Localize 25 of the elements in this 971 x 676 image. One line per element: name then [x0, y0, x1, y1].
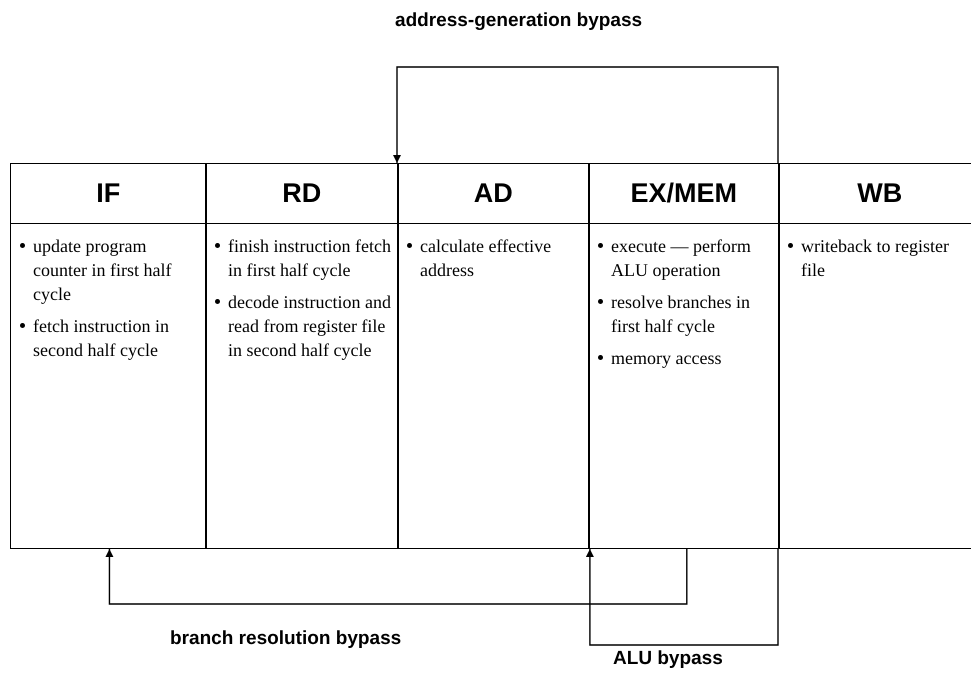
bypass-arrow: [105, 549, 688, 605]
stage-heading: AD: [398, 164, 588, 224]
pipeline-stage-box: [588, 163, 780, 549]
pipeline-stage-box: [397, 163, 590, 549]
bypass-arrow: [393, 66, 779, 163]
pipeline-stage-box: [10, 163, 206, 549]
edge-label: branch resolution bypass: [170, 628, 402, 650]
stage-task-text: execute — perform ALU operation: [611, 235, 752, 282]
pipeline-stage-box: [778, 163, 971, 549]
stage-task-text: finish instruction fetch in first half cycle: [228, 235, 392, 282]
pipeline-stage-box: [205, 163, 398, 549]
stage-task-text: update program counter in first half cycle: [33, 235, 172, 306]
edge-label: ALU bypass: [613, 648, 723, 670]
stage-heading: WB: [779, 164, 971, 224]
stage-task-text: decode instruction and read from register file in second half cycle: [228, 291, 392, 362]
bypass-arrow: [586, 549, 779, 646]
stage-task-text: memory access: [611, 347, 722, 370]
stage-task-text: fetch instruction in second half cycle: [33, 315, 170, 362]
stage-heading: RD: [206, 164, 398, 224]
stage-heading: EX/MEM: [589, 164, 778, 224]
stage-task-text: resolve branches in first half cycle: [611, 291, 751, 338]
edge-label: address-generation bypass: [395, 10, 642, 32]
stage-task-text: writeback to register file: [801, 235, 950, 282]
stage-heading: IF: [11, 164, 206, 224]
stage-task-text: calculate effective address: [420, 235, 552, 282]
